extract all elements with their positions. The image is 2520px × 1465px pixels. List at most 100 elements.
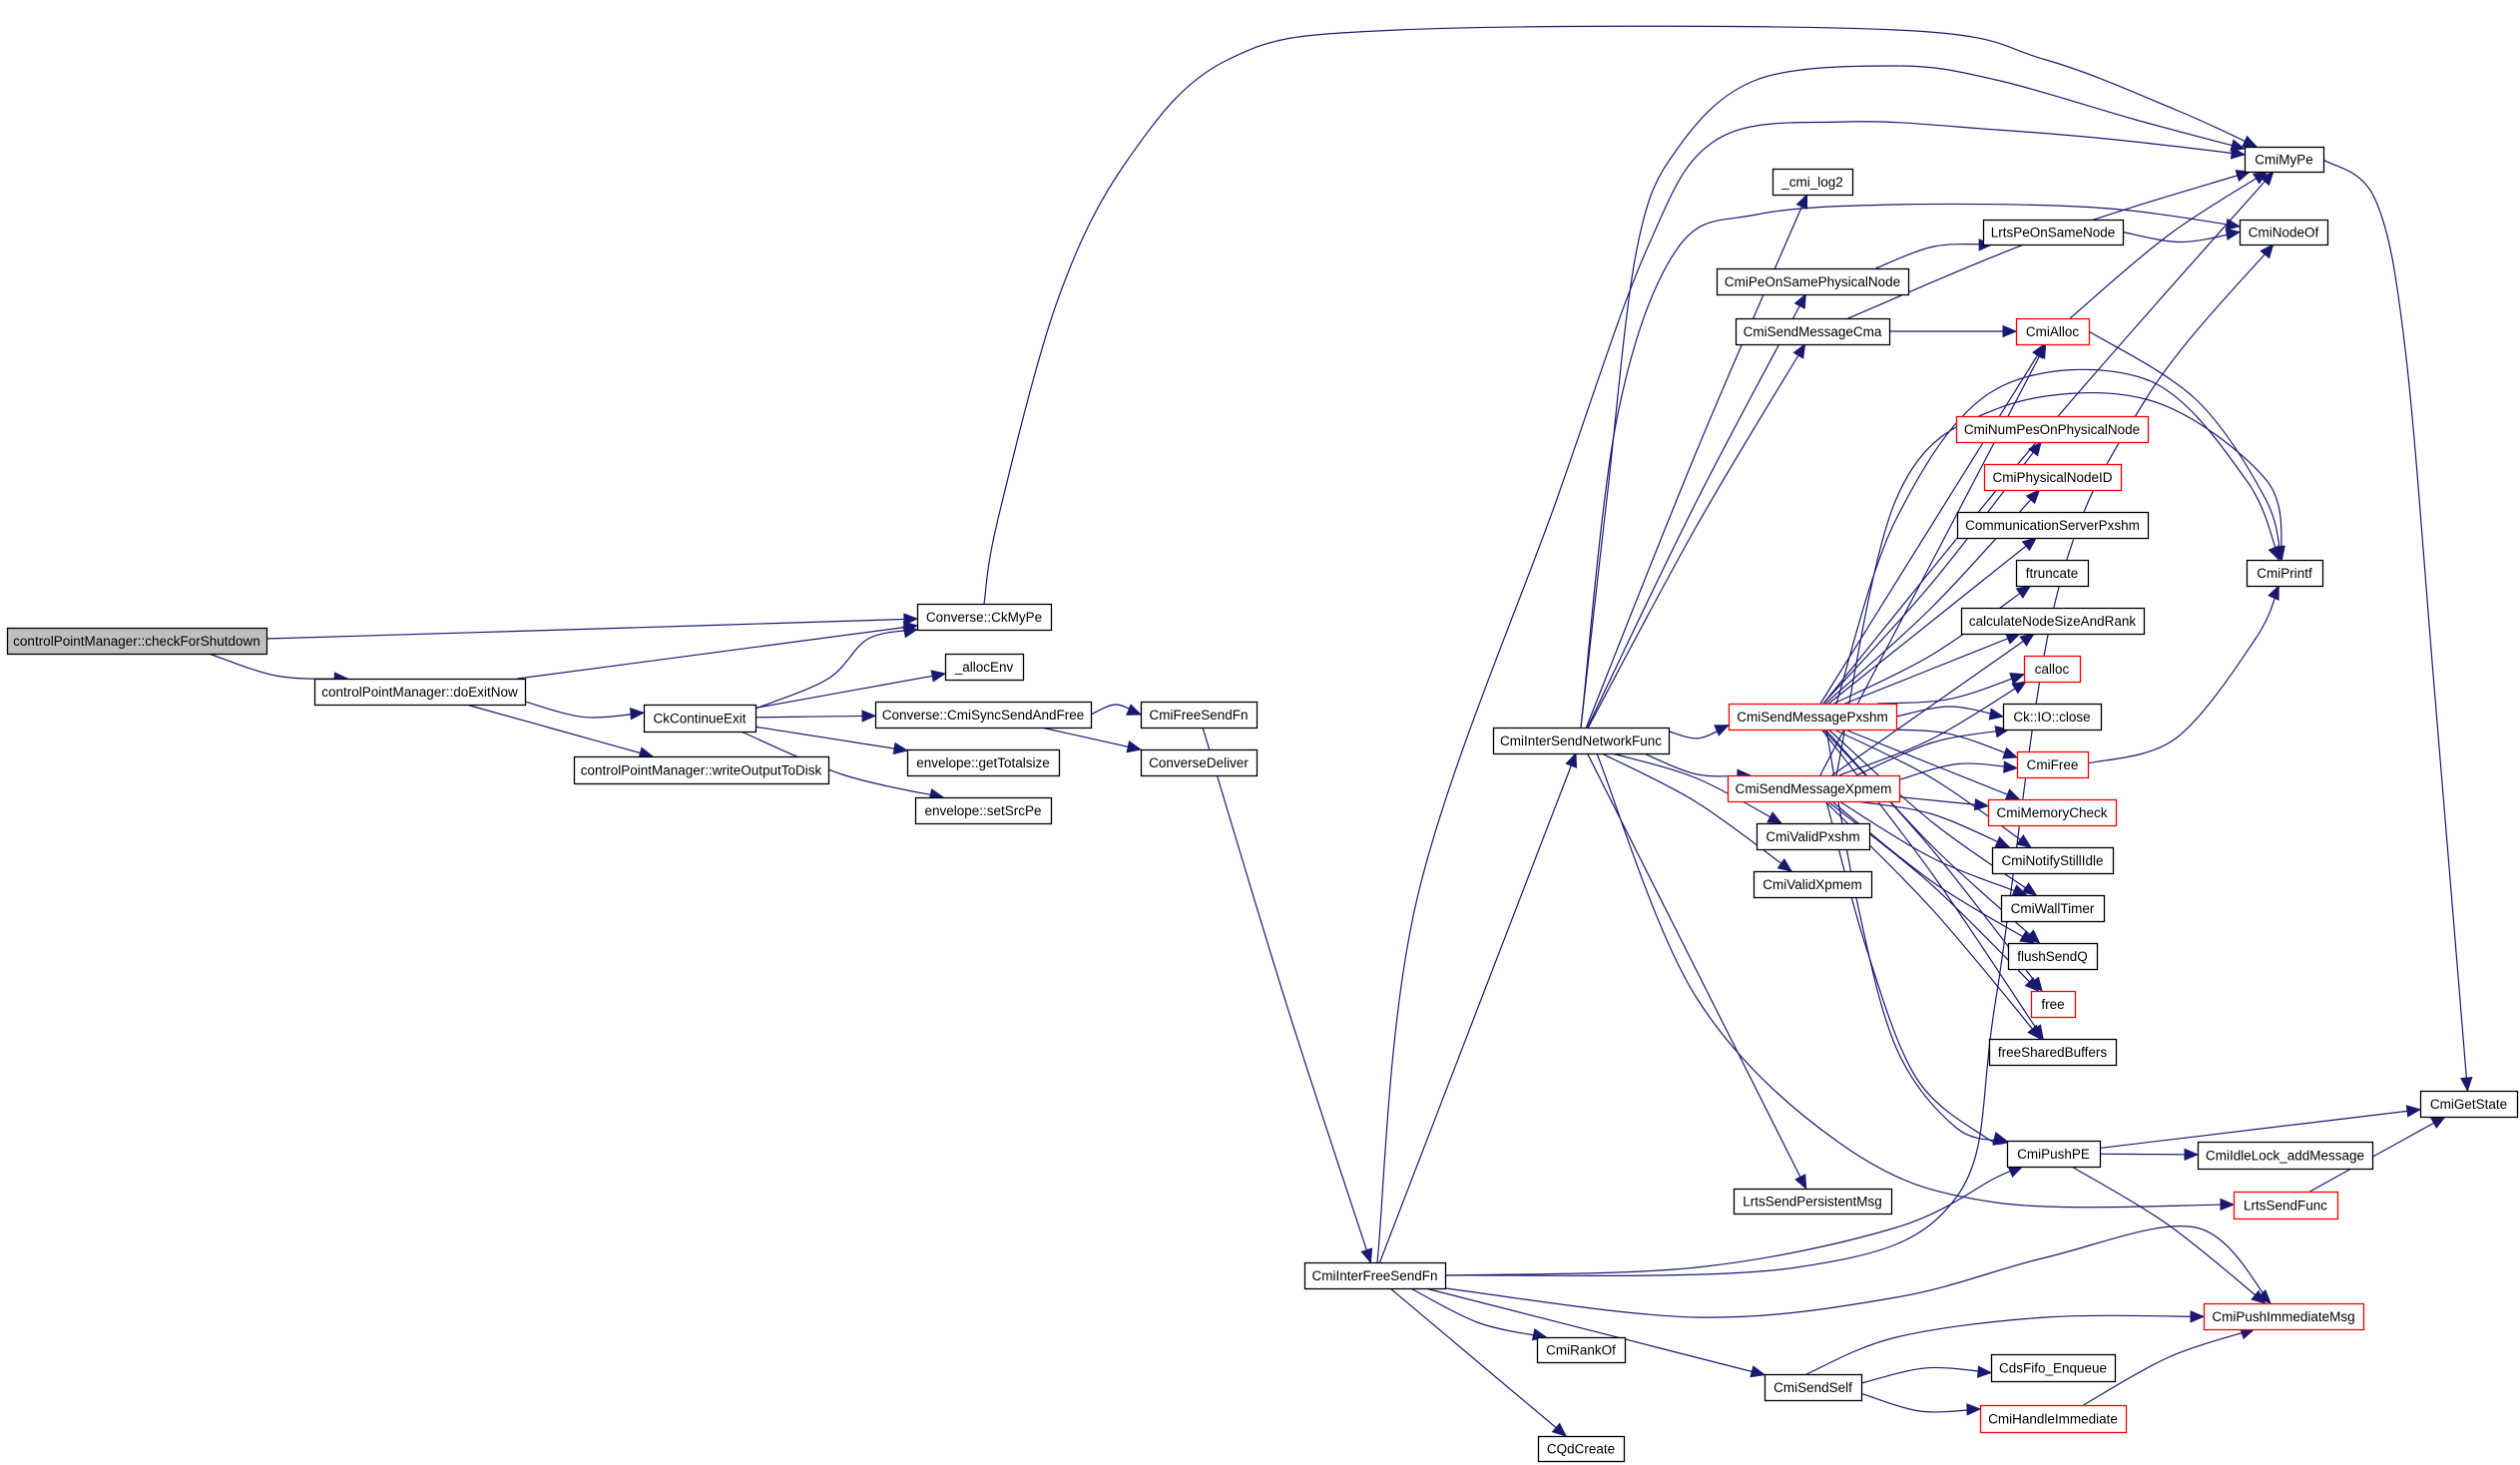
node-box[interactable] <box>1536 1336 1627 1364</box>
function-node[interactable]: CmiValidXpmem <box>1753 870 1873 899</box>
node-box[interactable] <box>1728 703 1898 732</box>
node-box[interactable] <box>914 796 1053 825</box>
node-box[interactable] <box>1733 1188 1893 1216</box>
function-node[interactable]: CmiAlloc <box>2015 317 2091 346</box>
node-box[interactable] <box>1955 415 2150 444</box>
function-node[interactable]: CmiPeOnSamePhysicalNode <box>1716 267 1910 296</box>
node-box[interactable] <box>313 678 527 707</box>
node-box[interactable] <box>1956 511 2150 540</box>
node-box[interactable] <box>2015 317 2091 346</box>
function-node[interactable]: CmiNodeOf <box>2239 219 2329 246</box>
function-node[interactable]: CmiNotifyStillIdle <box>1991 846 2115 875</box>
node-box[interactable] <box>2246 559 2324 588</box>
function-node[interactable]: freeSharedBuffers <box>1988 1038 2118 1067</box>
node-box[interactable] <box>1303 1261 1447 1290</box>
function-node[interactable]: CmiHandleImmediate <box>1979 1404 2128 1434</box>
function-node[interactable]: LrtsPeOnSameNode <box>1982 219 2125 246</box>
function-node[interactable]: Converse::CmiSyncSendAndFree <box>874 701 1093 730</box>
node-box[interactable] <box>1987 798 2118 827</box>
node-box[interactable] <box>1735 317 1891 346</box>
function-node[interactable]: envelope::setSrcPe <box>914 796 1053 825</box>
node-box[interactable] <box>573 755 830 785</box>
function-node[interactable]: CmiSendSelf <box>1764 1373 1863 1402</box>
function-node[interactable]: CmiInterSendNetworkFunc <box>1492 727 1671 755</box>
function-node[interactable]: CmiPrintf <box>2246 559 2324 588</box>
node-box[interactable] <box>874 701 1093 730</box>
function-node[interactable]: CmiMyPe <box>2244 146 2325 174</box>
function-node[interactable]: CmiSendMessageCma <box>1735 317 1891 346</box>
function-node[interactable]: Converse::CkMyPe <box>916 603 1053 632</box>
function-node[interactable]: CmiSendMessagePxshm <box>1728 703 1898 732</box>
node-box[interactable] <box>2002 703 2103 732</box>
function-node[interactable]: CommunicationServerPxshm <box>1956 511 2150 540</box>
function-node[interactable]: CmiPhysicalNodeID <box>1983 463 2123 492</box>
function-node[interactable]: CmiMemoryCheck <box>1987 798 2118 827</box>
node-box[interactable] <box>1982 219 2125 246</box>
node-box[interactable] <box>2244 146 2325 174</box>
node-box[interactable] <box>1988 1038 2118 1067</box>
node-box[interactable] <box>1983 463 2123 492</box>
function-node[interactable]: envelope::getTotalsize <box>906 748 1061 777</box>
function-node[interactable]: CkContinueExit <box>643 704 757 733</box>
node-box[interactable] <box>2233 1191 2339 1221</box>
function-node[interactable]: CmiSendMessageXpmem <box>1727 774 1901 803</box>
node-box[interactable] <box>2006 1140 2102 1169</box>
node-box[interactable] <box>906 748 1061 777</box>
node-box[interactable] <box>1979 1404 2128 1434</box>
node-box[interactable] <box>944 653 1025 682</box>
function-node[interactable]: CmiInterFreeSendFn <box>1303 1261 1447 1290</box>
function-node[interactable]: _cmi_log2 <box>1771 168 1854 197</box>
function-node[interactable]: calculateNodeSizeAndRank <box>1960 607 2146 636</box>
node-box[interactable] <box>2197 1141 2374 1171</box>
node-box[interactable] <box>1991 846 2115 875</box>
node-box[interactable] <box>1727 774 1901 803</box>
node-box[interactable] <box>1960 607 2146 636</box>
node-box[interactable] <box>2203 1302 2365 1331</box>
function-node[interactable]: CmiFree <box>2016 750 2090 779</box>
function-node[interactable]: ftruncate <box>2015 559 2090 588</box>
node-box[interactable] <box>2000 894 2106 923</box>
function-node[interactable]: CmiWallTimer <box>2000 894 2106 923</box>
node-box[interactable] <box>1756 822 1871 851</box>
function-node[interactable]: _allocEnv <box>944 653 1025 682</box>
function-node[interactable]: LrtsSendFunc <box>2233 1191 2339 1221</box>
function-node[interactable]: controlPointManager::writeOutputToDisk <box>573 755 830 785</box>
node-box[interactable] <box>1716 267 1910 296</box>
function-node[interactable]: free <box>2030 990 2077 1019</box>
function-node[interactable]: CmiPushPE <box>2006 1140 2102 1169</box>
node-box[interactable] <box>2239 219 2329 246</box>
function-node[interactable]: CmiFreeSendFn <box>1140 701 1259 730</box>
node-box[interactable] <box>2030 990 2077 1019</box>
node-box[interactable] <box>1990 1353 2117 1383</box>
function-node[interactable]: CdsFifo_Enqueue <box>1990 1353 2117 1383</box>
function-node[interactable]: CmiNumPesOnPhysicalNode <box>1955 415 2150 444</box>
node-box[interactable] <box>1771 168 1854 197</box>
node-box[interactable] <box>643 704 757 733</box>
node-box[interactable] <box>916 603 1053 632</box>
function-node[interactable]: CmiIdleLock_addMessage <box>2197 1141 2374 1171</box>
function-node[interactable]: CmiValidPxshm <box>1756 822 1871 851</box>
function-node[interactable]: flushSendQ <box>2007 942 2099 971</box>
function-node[interactable]: CQdCreate <box>1537 1435 1626 1463</box>
function-node[interactable]: CmiPushImmediateMsg <box>2203 1302 2365 1331</box>
node-box[interactable] <box>1764 1373 1863 1402</box>
node-box[interactable] <box>1537 1435 1626 1463</box>
function-node[interactable]: LrtsSendPersistentMsg <box>1733 1188 1893 1216</box>
node-box[interactable] <box>1753 870 1873 899</box>
node-box[interactable] <box>1140 748 1259 777</box>
node-box[interactable] <box>2023 655 2082 684</box>
node-box[interactable] <box>1140 701 1259 730</box>
function-node[interactable]: calloc <box>2023 655 2082 684</box>
node-box[interactable] <box>2015 559 2090 588</box>
node-box[interactable] <box>2007 942 2099 971</box>
function-node[interactable]: CmiRankOf <box>1536 1336 1627 1364</box>
function-node[interactable]: controlPointManager::doExitNow <box>313 678 527 707</box>
function-node[interactable]: Ck::IO::close <box>2002 703 2103 732</box>
node-box[interactable] <box>1492 727 1671 755</box>
call-edge <box>1041 727 1143 753</box>
function-node[interactable]: ConverseDeliver <box>1140 748 1259 777</box>
node-box[interactable] <box>2016 750 2090 779</box>
call-edge <box>1090 704 1143 716</box>
function-node[interactable]: CmiGetState <box>2419 1090 2519 1119</box>
node-box[interactable] <box>2419 1090 2519 1119</box>
